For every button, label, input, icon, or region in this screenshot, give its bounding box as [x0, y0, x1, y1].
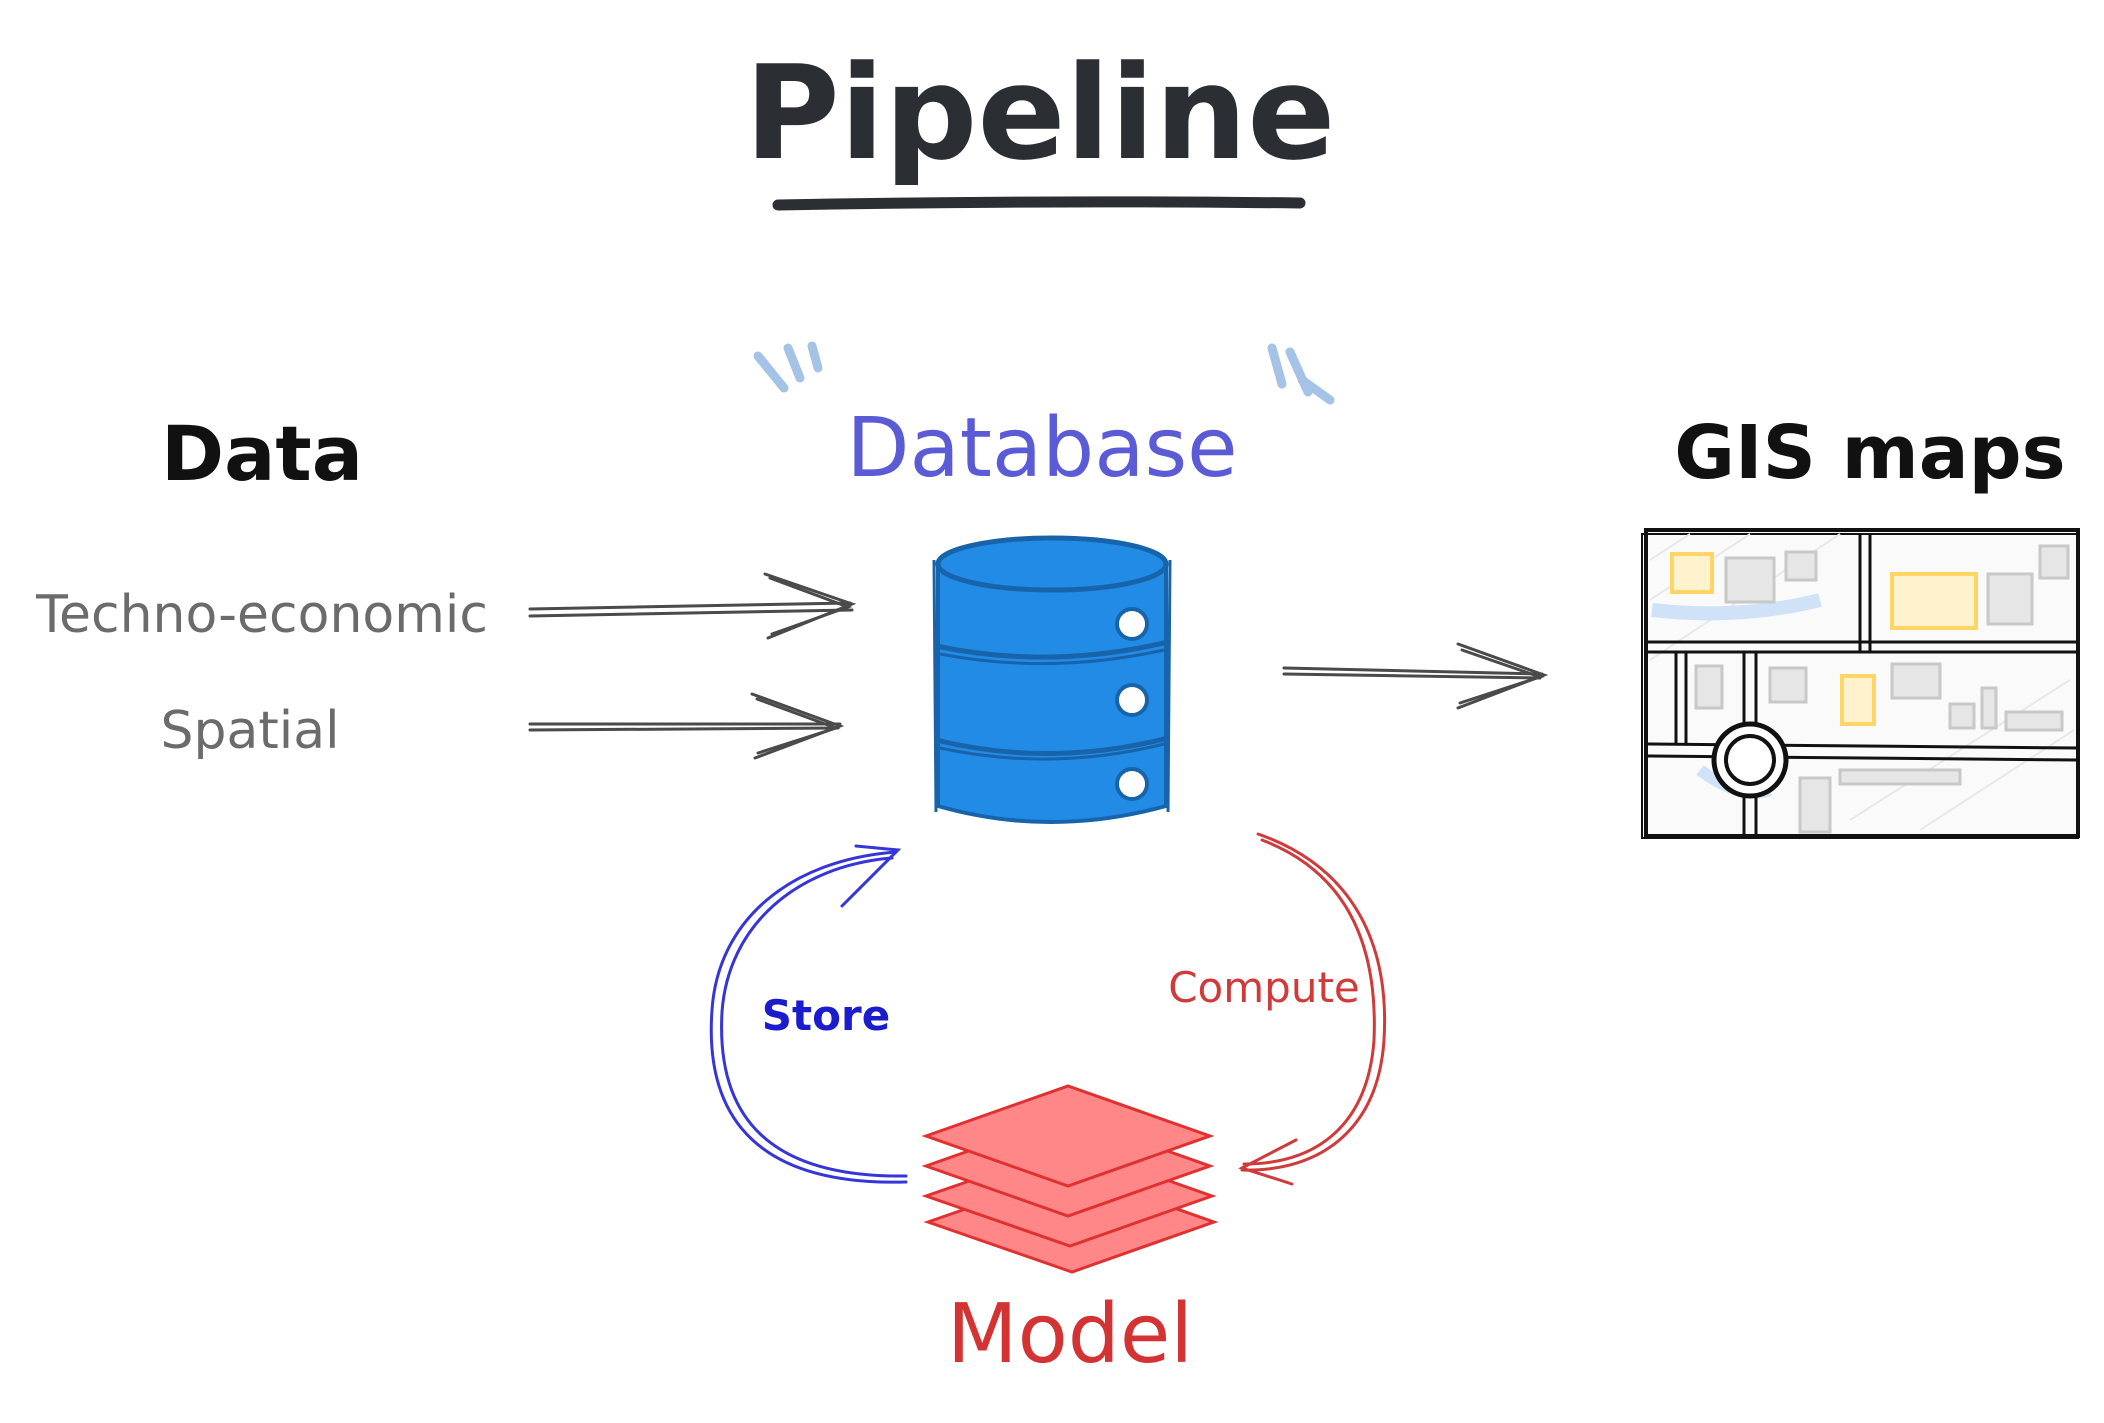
input-spatial: Spatial	[160, 701, 339, 761]
gis-map-icon	[1641, 528, 2080, 839]
compute-arrow	[1238, 832, 1387, 1186]
database-sparkle-left	[753, 341, 823, 393]
input-techno-economic: Techno-economic	[35, 585, 488, 645]
database-label: Database	[846, 401, 1237, 496]
gis-maps-label: GIS maps	[1674, 410, 2065, 496]
compute-label: Compute	[1168, 963, 1360, 1012]
data-heading: Data	[161, 409, 363, 498]
title-underline	[772, 196, 1306, 211]
database-icon	[932, 535, 1172, 824]
arrow-database-to-gis	[1282, 642, 1549, 710]
database-dot-middle	[1115, 683, 1149, 717]
page-title: Pipeline	[745, 37, 1336, 189]
model-layers-icon	[921, 1084, 1219, 1274]
arrow-spatial	[528, 692, 845, 760]
model-label: Model	[947, 1287, 1193, 1382]
store-arrow	[709, 844, 908, 1184]
arrow-techno-economic	[528, 572, 857, 640]
store-label: Store	[762, 991, 890, 1040]
database-dot-top	[1115, 607, 1149, 641]
database-sparkle-right	[1267, 343, 1335, 405]
database-dot-bottom	[1115, 767, 1149, 801]
